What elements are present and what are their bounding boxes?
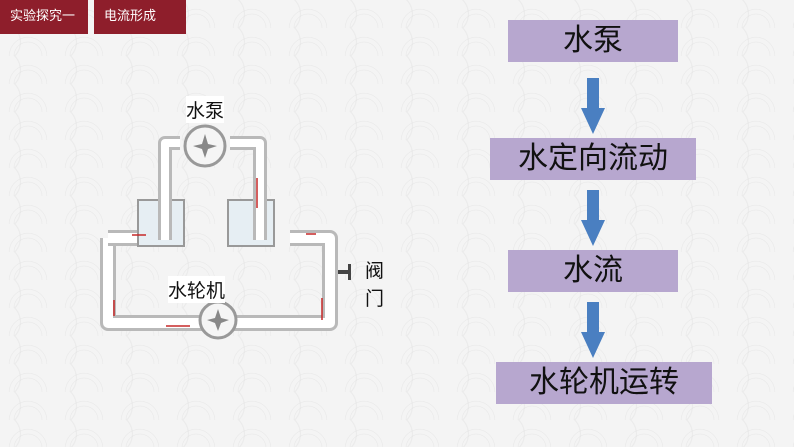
valve-label-1: 阀 — [365, 260, 385, 282]
down-arrow-icon — [581, 78, 605, 134]
tab-experiment[interactable]: 实验探究一 — [0, 0, 88, 34]
flowchart: 水泵 水定向流动 水流 水轮机运转 — [490, 20, 728, 420]
flow-step-water-flow: 水流 — [508, 250, 678, 292]
turbine-label: 水轮机 — [168, 276, 226, 303]
water-circuit-diagram: 水泵 水轮机 阀 门 — [80, 88, 420, 348]
flow-step-turbine: 水轮机运转 — [496, 362, 712, 404]
flow-step-directional-flow: 水定向流动 — [490, 138, 696, 180]
right-tank — [227, 199, 275, 247]
down-arrow-icon — [581, 302, 605, 358]
water-circuit-svg — [100, 124, 351, 340]
pump-label: 水泵 — [186, 96, 225, 123]
down-arrow-icon — [581, 190, 605, 246]
tab-current-formation[interactable]: 电流形成 — [94, 0, 186, 34]
flow-step-pump: 水泵 — [508, 20, 678, 62]
valve-label-2: 门 — [365, 288, 385, 310]
valve-icon — [338, 270, 350, 274]
top-tab-bar: 实验探究一 电流形成 — [0, 0, 190, 34]
